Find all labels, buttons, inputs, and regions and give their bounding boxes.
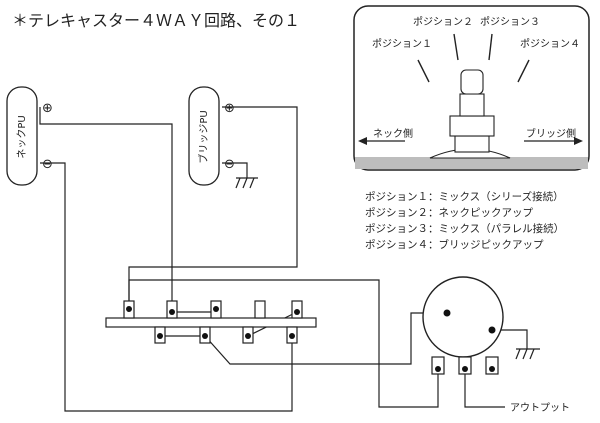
diagram-title: ＊テレキャスター４ＷＡＹ回路、その１ [12, 11, 300, 30]
position-1-label: ポジション１ [372, 38, 432, 50]
legend-item: ポジション３：ミックス（パラレル接続） [365, 222, 564, 235]
ground-symbol [235, 177, 258, 189]
legend-item: ポジション１：ミックス（シリーズ接続） [365, 190, 564, 203]
legend-item: ポジション４：ブリッジピックアップ [365, 238, 544, 251]
legend-item: ポジション２：ネックピックアップ [365, 207, 533, 219]
neck-side-label: ネック側 [373, 127, 413, 140]
neck-plus-terminal: ⊕ [42, 101, 53, 116]
selector-inset: ポジション１ ポジション２ ポジション３ ポジション４ ネック側 ブリッジ側 [353, 5, 590, 171]
position-4-label: ポジション４ [520, 38, 580, 50]
position-legend: ポジション１：ミックス（シリーズ接続） ポジション２：ネックピックアップ ポジシ… [365, 190, 564, 251]
neck-pickup: ネックPU ⊕ ⊖ [6, 86, 53, 186]
right-arrow-icon [574, 137, 583, 145]
selector-switch [105, 300, 317, 344]
neck-pickup-label: ネックPU [16, 115, 28, 158]
bridge-plus-terminal: ⊕ [224, 101, 235, 116]
output-label: アウトプット [510, 402, 570, 414]
ground-symbol [515, 348, 540, 360]
bridge-pickup: ブリッジPU ⊕ ⊖ [188, 86, 235, 186]
neck-minus-terminal: ⊖ [42, 157, 53, 172]
bridge-pickup-label: ブリッジPU [197, 110, 210, 163]
position-3-label: ポジション３ [480, 16, 540, 28]
potentiometer [422, 276, 504, 375]
bridge-minus-terminal: ⊖ [224, 157, 235, 172]
left-arrow-icon [358, 137, 367, 145]
bridge-side-label: ブリッジ側 [526, 127, 576, 140]
position-2-label: ポジション２ [413, 16, 473, 28]
